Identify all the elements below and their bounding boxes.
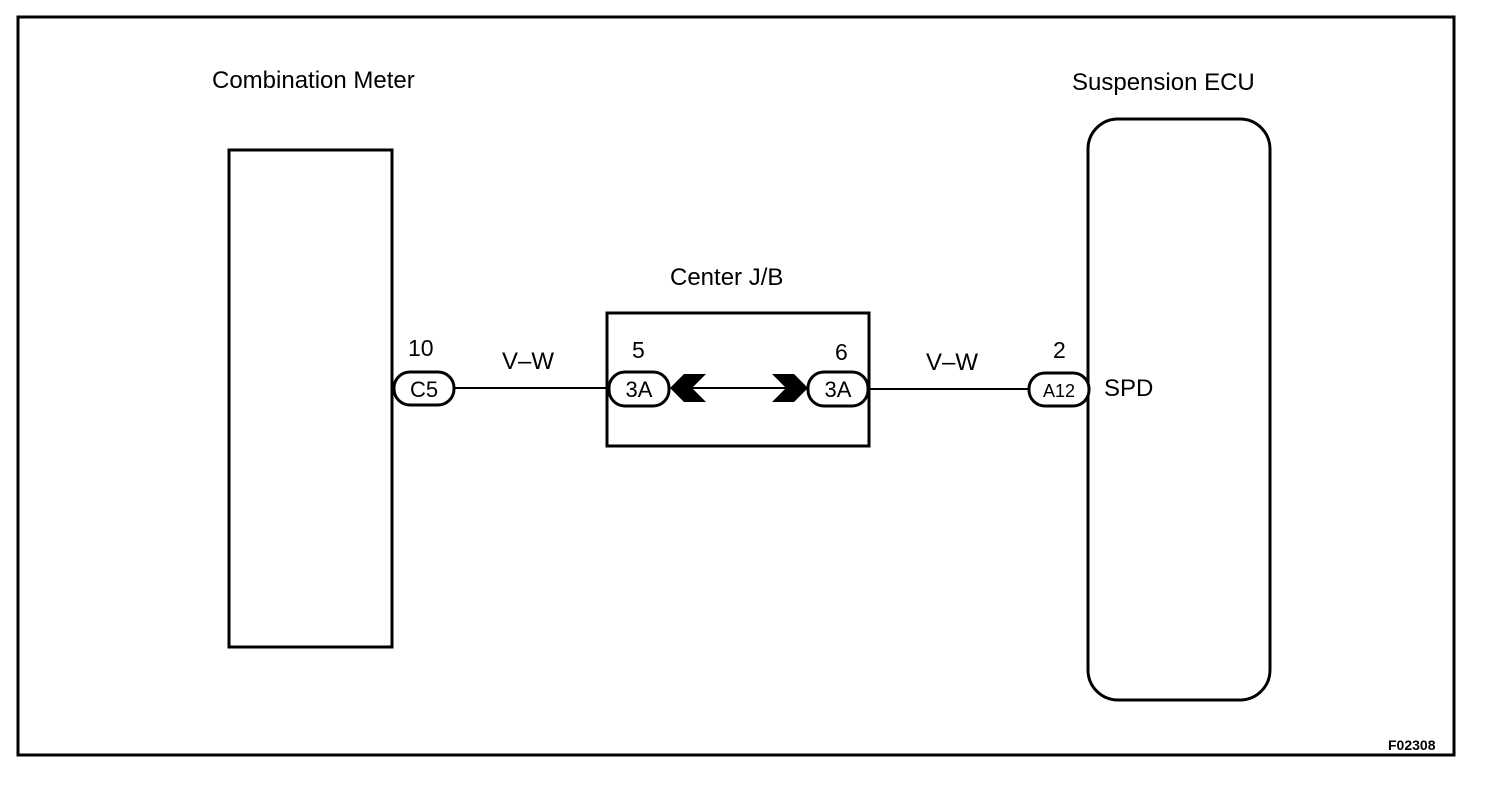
- combination-meter-label: Combination Meter: [212, 67, 415, 94]
- ecu-connector-id: A12: [1043, 381, 1075, 401]
- suspension-ecu-box: [1086, 117, 1272, 702]
- diagram-frame: [16, 15, 1456, 757]
- center-jb-box: [605, 311, 871, 448]
- jb-right-connector: [806, 370, 870, 408]
- center-jb-label: Center J/B: [670, 264, 783, 291]
- wire-left-color-code: V–W: [502, 348, 554, 375]
- jb-left-connector: [607, 370, 671, 408]
- meter-connector: [392, 370, 456, 407]
- meter-pin-number: 10: [408, 335, 434, 361]
- ecu-connector: [1027, 371, 1091, 408]
- jb-right-pin-number: 6: [835, 339, 848, 365]
- jb-right-connector-id: 3A: [825, 377, 852, 402]
- spd-terminal-label: SPD: [1104, 375, 1153, 402]
- jb-right-terminal-arrow: [772, 374, 808, 402]
- ecu-pin-number: 2: [1053, 337, 1066, 363]
- combination-meter-box: [227, 148, 394, 649]
- suspension-ecu-label: Suspension ECU: [1072, 69, 1255, 96]
- wire-right-color-code: V–W: [926, 349, 978, 376]
- meter-connector-id: C5: [410, 377, 438, 402]
- jb-left-connector-id: 3A: [626, 377, 653, 402]
- figure-code: F02308: [1388, 737, 1436, 753]
- jb-left-pin-number: 5: [632, 337, 645, 363]
- jb-left-terminal-arrow: [670, 374, 706, 402]
